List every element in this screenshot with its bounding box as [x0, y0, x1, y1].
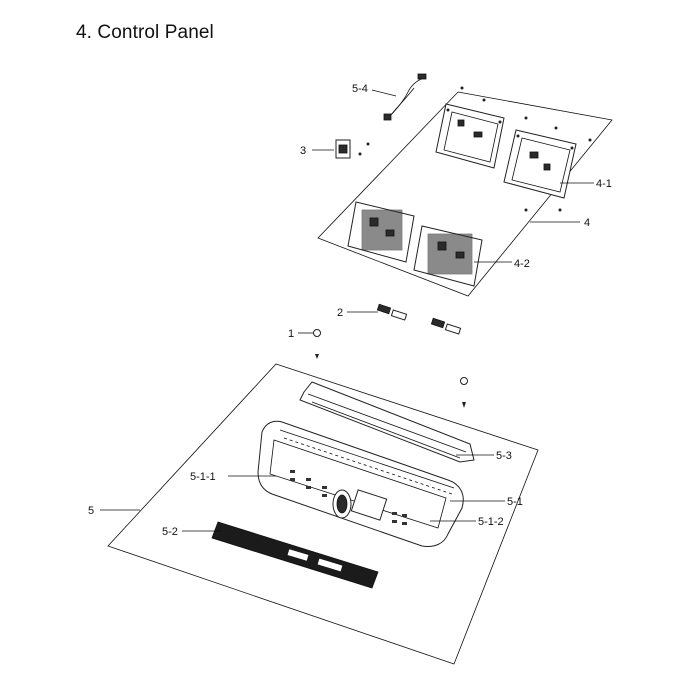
main-pcb-board-right — [503, 129, 577, 199]
wire-harness — [383, 73, 427, 121]
callout-4-2: 4-2 — [514, 258, 530, 270]
connector-pair — [376, 303, 462, 335]
control-panel-frame — [257, 420, 464, 547]
callout-5: 5 — [88, 505, 94, 517]
callout-5-1-2: 5-1-2 — [478, 516, 504, 528]
screw-dots — [460, 86, 592, 212]
sub-pcb-board-left — [347, 201, 415, 263]
callout-2: 2 — [337, 307, 343, 319]
screw-part-1 — [313, 329, 321, 359]
callout-5-2: 5-2 — [162, 526, 178, 538]
pcb-assembly-plane — [317, 91, 613, 297]
callout-5-3: 5-3 — [496, 450, 512, 462]
main-pcb-board-left — [435, 103, 505, 169]
sub-pcb-board-right — [413, 225, 483, 287]
screw-right — [460, 377, 468, 408]
small-switch-part — [335, 139, 370, 159]
callout-5-1-1: 5-1-1 — [190, 471, 216, 483]
callout-5-1: 5-1 — [507, 496, 523, 508]
front-panel-plane — [107, 363, 539, 665]
window-panel — [211, 521, 379, 589]
callout-1: 1 — [288, 328, 294, 340]
decor-strip — [299, 381, 475, 463]
callout-4: 4 — [584, 217, 590, 229]
callout-4-1: 4-1 — [596, 178, 612, 190]
callout-3: 3 — [300, 145, 306, 157]
page-title: 4. Control Panel — [76, 22, 214, 43]
callout-5-4: 5-4 — [352, 83, 368, 95]
leader-lines — [100, 89, 594, 532]
